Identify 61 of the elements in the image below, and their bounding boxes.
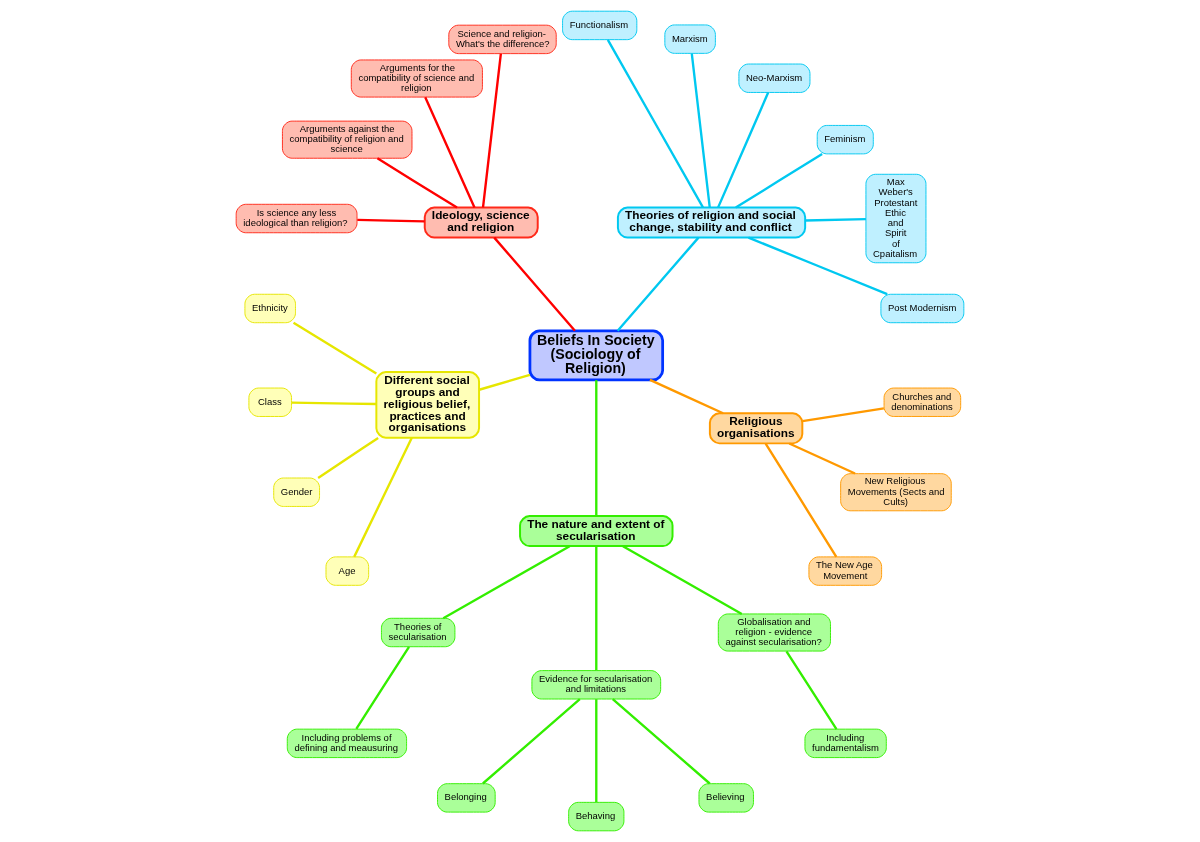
connector (690, 53, 711, 208)
node-box: Beliefs In Society (Sociology of Religion) (528, 329, 665, 382)
connector (622, 545, 743, 615)
connector (802, 407, 885, 423)
connector (788, 442, 856, 475)
connector (493, 236, 576, 332)
node-box: Religious organisations (708, 412, 804, 445)
node-box: Class (248, 387, 292, 417)
connector (291, 401, 377, 406)
node-box: Belonging (437, 783, 496, 813)
connector (616, 236, 700, 332)
connector (805, 218, 866, 222)
connector (355, 646, 410, 730)
node-box: Science and religion- What's the difference? (448, 24, 557, 55)
node-box: Globalisation and religion - evidence against secularisation? (717, 613, 831, 652)
connector (595, 380, 598, 516)
connector (649, 378, 724, 415)
node-box: Ideology, science and religion (423, 206, 539, 239)
node-box: Neo-Marxism (738, 63, 811, 93)
node-box: Evidence for secularisation and limitations (531, 670, 662, 700)
node-box: Max Weber's Protestant Ethic and Spirit of Cpaitalism (865, 173, 927, 264)
node-box: Theories of secularisation (380, 617, 456, 648)
connector (357, 218, 425, 223)
connector (764, 443, 838, 558)
node-box: Gender (273, 477, 320, 507)
node-box: Arguments for the compatibility of science and religion (350, 59, 483, 98)
node-box: Age (325, 556, 370, 586)
connector (748, 236, 888, 296)
node-box: Ethnicity (244, 293, 296, 324)
node-box: Believing (698, 783, 754, 813)
node-box: Theories of religion and social change, stability and conflict (616, 206, 807, 239)
node-box: Behaving (568, 801, 625, 832)
node-box: Including fundamentalism (804, 728, 887, 759)
node-box: Feminism (816, 124, 874, 155)
connector (376, 157, 458, 209)
connector (481, 53, 502, 208)
connector (735, 153, 823, 209)
node-box: The New Age Movement (808, 556, 883, 586)
connector (595, 699, 598, 803)
connector (785, 650, 838, 730)
node-box: Arguments against the compatibility of religion and science (281, 120, 413, 159)
node-box: Different social groups and religious belief, practices and organisations (375, 371, 481, 439)
node-box: New Religious Movements (Sects and Cults) (840, 473, 952, 512)
connector (424, 96, 476, 208)
node-box: Post Modernism (880, 293, 965, 324)
connector (595, 546, 598, 671)
connector (482, 698, 581, 785)
node-box: Marxism (664, 24, 716, 54)
node-box: Is science any less ideological than religion? (235, 203, 358, 234)
connector (611, 698, 711, 785)
connector (292, 321, 377, 375)
connector (353, 437, 413, 558)
connector (317, 436, 379, 479)
node-box: Functionalism (562, 10, 638, 41)
node-box: Including problems of defining and meausuring (286, 728, 408, 759)
connector (478, 373, 531, 391)
connector (442, 545, 571, 620)
connector (606, 39, 704, 208)
connector (717, 92, 770, 208)
node-box: The nature and extent of secularisation (519, 515, 674, 548)
node-box: Churches and denominations (883, 387, 962, 417)
